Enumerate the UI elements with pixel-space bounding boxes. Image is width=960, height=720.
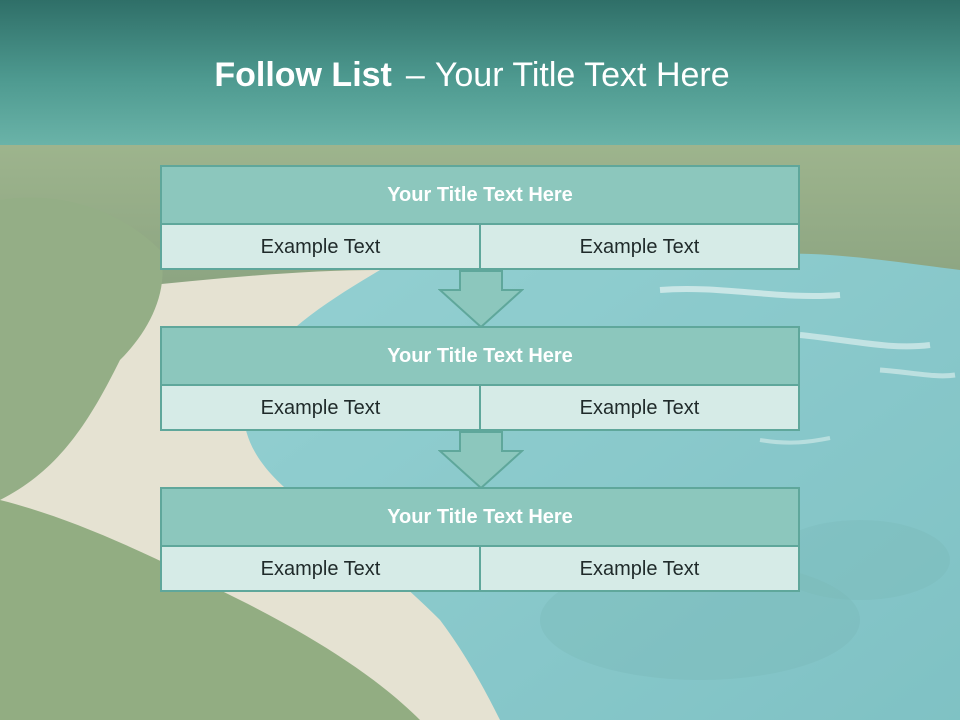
slide-title-separator: – bbox=[405, 56, 425, 94]
block-row: Example Text Example Text bbox=[162, 386, 798, 431]
follow-list-block-1: Your Title Text Here Example Text Exampl… bbox=[160, 165, 800, 270]
block-title: Your Title Text Here bbox=[162, 328, 798, 386]
block-title: Your Title Text Here bbox=[162, 167, 798, 225]
block-cell-left: Example Text bbox=[260, 558, 381, 580]
slide-title: Follow List–Your Title Text Here bbox=[0, 52, 944, 98]
block-cell-right: Example Text bbox=[479, 547, 798, 592]
down-arrow-icon bbox=[438, 270, 524, 328]
follow-list-block-2: Your Title Text Here Example Text Exampl… bbox=[160, 326, 800, 431]
block-cell-right: Example Text bbox=[479, 225, 798, 270]
block-cell-left: Example Text bbox=[260, 397, 381, 419]
slide-title-rest: Your Title Text Here bbox=[434, 56, 730, 94]
block-title: Your Title Text Here bbox=[162, 489, 798, 547]
block-row: Example Text Example Text bbox=[162, 547, 798, 592]
slide-title-bold: Follow List bbox=[214, 56, 392, 94]
down-arrow-icon bbox=[438, 431, 524, 489]
header-band bbox=[0, 0, 960, 145]
block-cell-right: Example Text bbox=[479, 386, 798, 431]
follow-list-block-3: Your Title Text Here Example Text Exampl… bbox=[160, 487, 800, 592]
block-cell-left: Example Text bbox=[260, 236, 381, 258]
block-row: Example Text Example Text bbox=[162, 225, 798, 270]
